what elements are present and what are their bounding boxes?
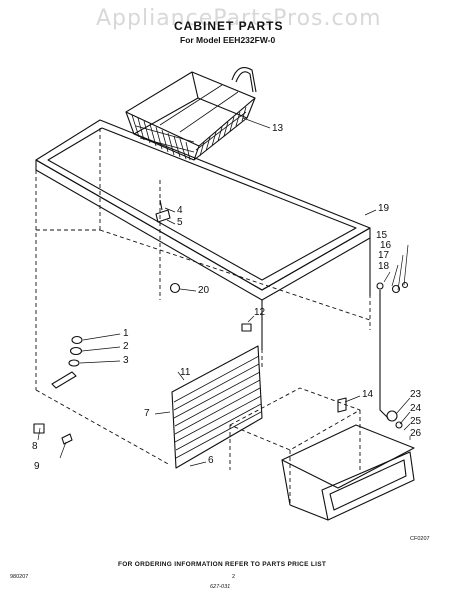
callout-4: 4	[177, 205, 183, 216]
callout-25: 25	[410, 416, 422, 427]
callout-19: 19	[378, 203, 390, 214]
callout-8: 8	[32, 441, 38, 452]
grille-drawing	[171, 345, 263, 469]
ordering-instruction: FOR ORDERING INFORMATION REFER TO PARTS …	[118, 561, 327, 568]
callout-2: 2	[123, 341, 129, 352]
compressor-compartment	[229, 387, 361, 505]
callout-20: 20	[198, 285, 210, 296]
callout-17: 17	[378, 250, 390, 261]
callout-14: 14	[362, 389, 374, 400]
hardware-parts	[33, 199, 409, 445]
callout-12: 12	[254, 307, 266, 318]
drain-pan-drawing	[281, 424, 415, 521]
callout-23: 23	[410, 389, 422, 400]
callout-26: 26	[410, 428, 422, 439]
callout-15: 15	[376, 230, 388, 241]
callout-1: 1	[123, 328, 129, 339]
lid-frame-drawing	[35, 119, 371, 301]
callout-11: 11	[180, 367, 191, 378]
cabinet-body-drawing	[35, 128, 371, 466]
callout-7: 7	[144, 408, 150, 419]
callout-18: 18	[378, 261, 390, 272]
figure-code: CF0207	[410, 536, 430, 542]
page-number: 2	[232, 574, 236, 580]
diagram-title: CABINET PARTS	[174, 19, 284, 33]
callout-13: 13	[272, 123, 284, 134]
hinge-rod-drawing	[376, 282, 389, 419]
callout-3: 3	[123, 355, 129, 366]
callout-16: 16	[380, 240, 392, 251]
leader-lines	[37, 117, 411, 467]
cabinet-front-edge	[261, 238, 371, 350]
callout-24: 24	[410, 403, 422, 414]
callout-9: 9	[34, 461, 40, 472]
model-subtitle: For Model EEH232FW-0	[180, 35, 276, 45]
callout-5: 5	[177, 217, 183, 228]
handwritten-note: 627-031	[210, 584, 231, 590]
callout-6: 6	[208, 455, 214, 466]
basket-drawing	[125, 67, 257, 161]
watermark: AppliancePartsPros.com	[96, 6, 382, 31]
footer-left-code: 980207	[10, 574, 29, 580]
